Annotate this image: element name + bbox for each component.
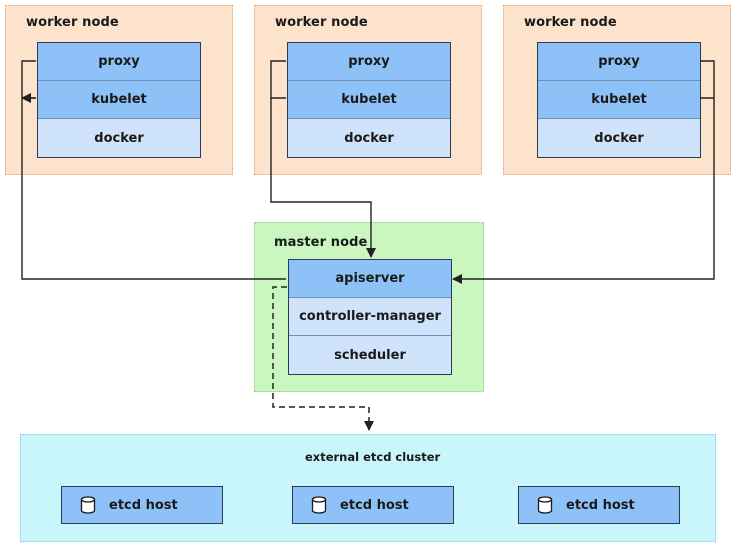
master-node: master node apiserver controller-manager… bbox=[254, 222, 484, 392]
scheduler-component: scheduler bbox=[289, 336, 451, 374]
worker2-tap bbox=[270, 60, 286, 99]
etcd-host-label: etcd host bbox=[340, 497, 409, 513]
worker3-to-apiserver-connector bbox=[452, 98, 715, 284]
worker2-to-apiserver-connector bbox=[270, 98, 376, 258]
worker-component-stack: proxy kubelet docker bbox=[37, 42, 201, 158]
worker-node-label: worker node bbox=[26, 15, 119, 30]
worker-node-1: worker node proxy kubelet docker bbox=[5, 5, 233, 175]
master-node-label: master node bbox=[274, 235, 368, 250]
master-component-stack: apiserver controller-manager scheduler bbox=[288, 259, 452, 375]
database-icon bbox=[80, 496, 96, 514]
etcd-host-label: etcd host bbox=[109, 497, 178, 513]
etcd-host: etcd host bbox=[61, 486, 223, 524]
kubelet-component: kubelet bbox=[538, 81, 700, 119]
worker-node-label: worker node bbox=[275, 15, 368, 30]
apiserver-component: apiserver bbox=[289, 260, 451, 298]
external-etcd-cluster: external etcd cluster etcd host etcd hos… bbox=[20, 434, 716, 542]
worker3-tap bbox=[700, 60, 715, 99]
worker-node-3: worker node proxy kubelet docker bbox=[503, 5, 731, 175]
apiserver-to-etcd-connector bbox=[272, 286, 374, 431]
worker1-to-apiserver-connector bbox=[22, 60, 286, 280]
worker-node-2: worker node proxy kubelet docker bbox=[254, 5, 482, 175]
controller-manager-component: controller-manager bbox=[289, 298, 451, 336]
etcd-host-label: etcd host bbox=[566, 497, 635, 513]
kubelet-component: kubelet bbox=[38, 81, 200, 119]
database-icon bbox=[537, 496, 553, 514]
proxy-component: proxy bbox=[38, 43, 200, 81]
worker-component-stack: proxy kubelet docker bbox=[287, 42, 451, 158]
etcd-host: etcd host bbox=[292, 486, 454, 524]
worker-component-stack: proxy kubelet docker bbox=[537, 42, 701, 158]
etcd-host: etcd host bbox=[518, 486, 680, 524]
worker-node-label: worker node bbox=[524, 15, 617, 30]
proxy-component: proxy bbox=[538, 43, 700, 81]
proxy-component: proxy bbox=[288, 43, 450, 81]
docker-component: docker bbox=[288, 119, 450, 157]
etcd-cluster-title: external etcd cluster bbox=[305, 450, 441, 464]
docker-component: docker bbox=[38, 119, 200, 157]
database-icon bbox=[311, 496, 327, 514]
kubelet-component: kubelet bbox=[288, 81, 450, 119]
docker-component: docker bbox=[538, 119, 700, 157]
